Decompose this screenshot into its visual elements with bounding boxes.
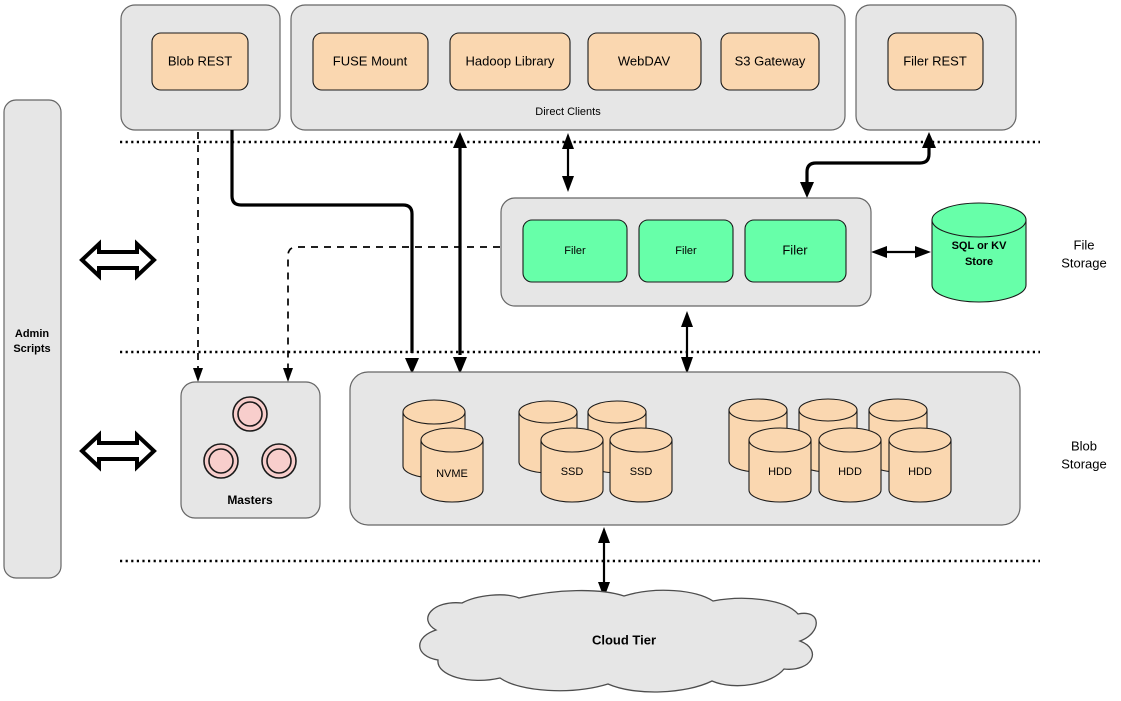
store-cylinder-top	[931, 202, 1027, 238]
filer-rest-label: Filer REST	[903, 53, 967, 68]
blob-rest-node[interactable]	[151, 32, 249, 91]
svg-text:Blob: Blob	[1071, 438, 1097, 453]
filer-node-2[interactable]	[638, 219, 734, 283]
filer-node-3[interactable]	[744, 219, 847, 283]
tier-label-file-storage: File Storage	[1061, 237, 1107, 270]
volume-to-cloud-arrowhead-down	[598, 582, 610, 598]
hdd-label-3: HDD	[908, 466, 932, 478]
nvme-front-cyl-body	[420, 439, 484, 503]
hadoop-library-label: Hadoop Library	[466, 53, 555, 68]
clients-to-filer-arrowhead-up	[562, 133, 574, 149]
direct-clients-group[interactable]: FUSE Mount Hadoop Library WebDAV S3 Gate…	[290, 4, 846, 131]
s3-gateway-label: S3 Gateway	[735, 53, 806, 68]
admin-scripts-label-1: Admin	[15, 328, 50, 340]
filer-group[interactable]: Filer Filer Filer	[500, 197, 872, 307]
store-label-1: SQL or KV	[952, 240, 1007, 252]
masters-group[interactable]: Masters	[180, 381, 321, 519]
ssd-back-cyl-1-top	[518, 400, 578, 424]
cloud-tier-shape	[419, 589, 817, 693]
svg-text:Storage: Storage	[1061, 456, 1107, 471]
hdd-front-cyl-3-top	[888, 427, 952, 453]
clients-to-volume-arrowhead-up	[453, 132, 467, 148]
ssd-front-cyl-1-body	[540, 439, 604, 503]
filer-to-volume-arrowhead-down	[681, 357, 693, 374]
blobrest-to-masters-arrowhead	[193, 368, 203, 382]
hdd-label-2: HDD	[838, 466, 862, 478]
cloud-tier[interactable]: Cloud Tier	[419, 589, 817, 693]
filer-rest-group[interactable]: Filer REST	[855, 4, 1017, 131]
filer-node-2-label: Filer	[675, 245, 697, 257]
hdd-back-cyl-2-top	[798, 398, 858, 422]
filer-to-volume-arrowhead-up	[681, 311, 693, 327]
master-node-3-inner	[266, 448, 292, 474]
nvme-cluster[interactable]: NVME	[402, 399, 484, 503]
filer-rest-to-filer-connector	[805, 146, 931, 186]
ssd-cluster[interactable]: SSD SSD	[518, 400, 673, 503]
filer-node-1[interactable]	[522, 219, 628, 283]
nvme-label: NVME	[436, 468, 468, 480]
masters-label: Masters	[227, 493, 273, 507]
ssd-front-cyl-2-top	[609, 427, 673, 453]
blob-rest-group[interactable]: Blob REST	[120, 4, 281, 131]
ssd-front-cyl-1-top	[540, 427, 604, 453]
webdav-label: WebDAV	[618, 53, 671, 68]
blob-rest-label: Blob REST	[168, 53, 232, 68]
hdd-back-cyl-3-top	[868, 398, 928, 422]
webdav-node[interactable]	[587, 32, 702, 91]
filer-rest-connector-arrowhead-down	[800, 182, 814, 198]
blob-rest-to-volume-connector	[230, 130, 414, 353]
clients-to-filer-arrowhead-down	[562, 176, 574, 192]
ssd-label-1: SSD	[561, 466, 584, 478]
s3-gateway-node[interactable]	[720, 32, 820, 91]
hdd-label-1: HDD	[768, 466, 792, 478]
ssd-front-cyl-2-body	[609, 439, 673, 503]
master-node-1-inner	[237, 401, 263, 427]
hdd-back-cyl-1-top	[728, 398, 788, 422]
hdd-front-cyl-2-top	[818, 427, 882, 453]
fuse-mount-label: FUSE Mount	[333, 53, 408, 68]
blob-rest-to-volume-arrowhead	[405, 358, 419, 374]
filer-to-masters-arrowhead	[283, 368, 293, 382]
filer-rest-connector-arrowhead-up	[922, 132, 936, 148]
admin-scripts-label-2: Scripts	[13, 343, 50, 355]
store-label-2: Store	[965, 256, 993, 268]
hdd-front-cyl-3-body	[888, 439, 952, 503]
ssd-label-2: SSD	[630, 466, 653, 478]
cloud-tier-label: Cloud Tier	[592, 632, 656, 647]
store-cylinder-body	[931, 219, 1027, 303]
master-node-2-inner	[208, 448, 234, 474]
svg-text:File: File	[1074, 237, 1095, 252]
masters-group-box	[180, 381, 321, 519]
filer-to-store-arrowhead-right	[915, 246, 931, 258]
ssd-back-cyl-2-top	[587, 400, 647, 424]
sql-or-kv-store[interactable]: SQL or KV Store	[931, 202, 1027, 303]
fuse-mount-node[interactable]	[312, 32, 429, 91]
svg-text:Storage: Storage	[1061, 255, 1107, 270]
hdd-front-cyl-1-top	[748, 427, 812, 453]
hadoop-library-node[interactable]	[449, 32, 571, 91]
clients-to-volume-arrowhead-down	[453, 357, 467, 374]
hdd-front-cyl-2-body	[818, 439, 882, 503]
volume-storage-group[interactable]: NVME SSD SSD HDD	[349, 371, 1021, 526]
filer-to-store-arrowhead-left	[871, 246, 887, 258]
admin-to-blob-bidir-arrow	[79, 430, 157, 472]
admin-scripts-panel[interactable]: Admin Scripts	[3, 99, 62, 579]
hdd-front-cyl-1-body	[748, 439, 812, 503]
nvme-front-cyl-top	[420, 427, 484, 453]
admin-scripts-box	[3, 99, 62, 579]
volume-to-cloud-arrowhead-up	[598, 527, 610, 543]
tier-label-blob-storage: Blob Storage	[1061, 438, 1107, 471]
filer-node-1-label: Filer	[564, 245, 586, 257]
nvme-back-cyl-top	[402, 399, 466, 425]
filer-node-3-label: Filer	[782, 242, 808, 257]
hdd-cluster[interactable]: HDD HDD HDD	[728, 398, 952, 503]
filer-rest-node[interactable]	[887, 32, 984, 91]
admin-to-filer-bidir-arrow	[79, 239, 157, 281]
direct-clients-caption: Direct Clients	[535, 106, 601, 118]
filer-to-masters-dashed	[287, 246, 500, 371]
